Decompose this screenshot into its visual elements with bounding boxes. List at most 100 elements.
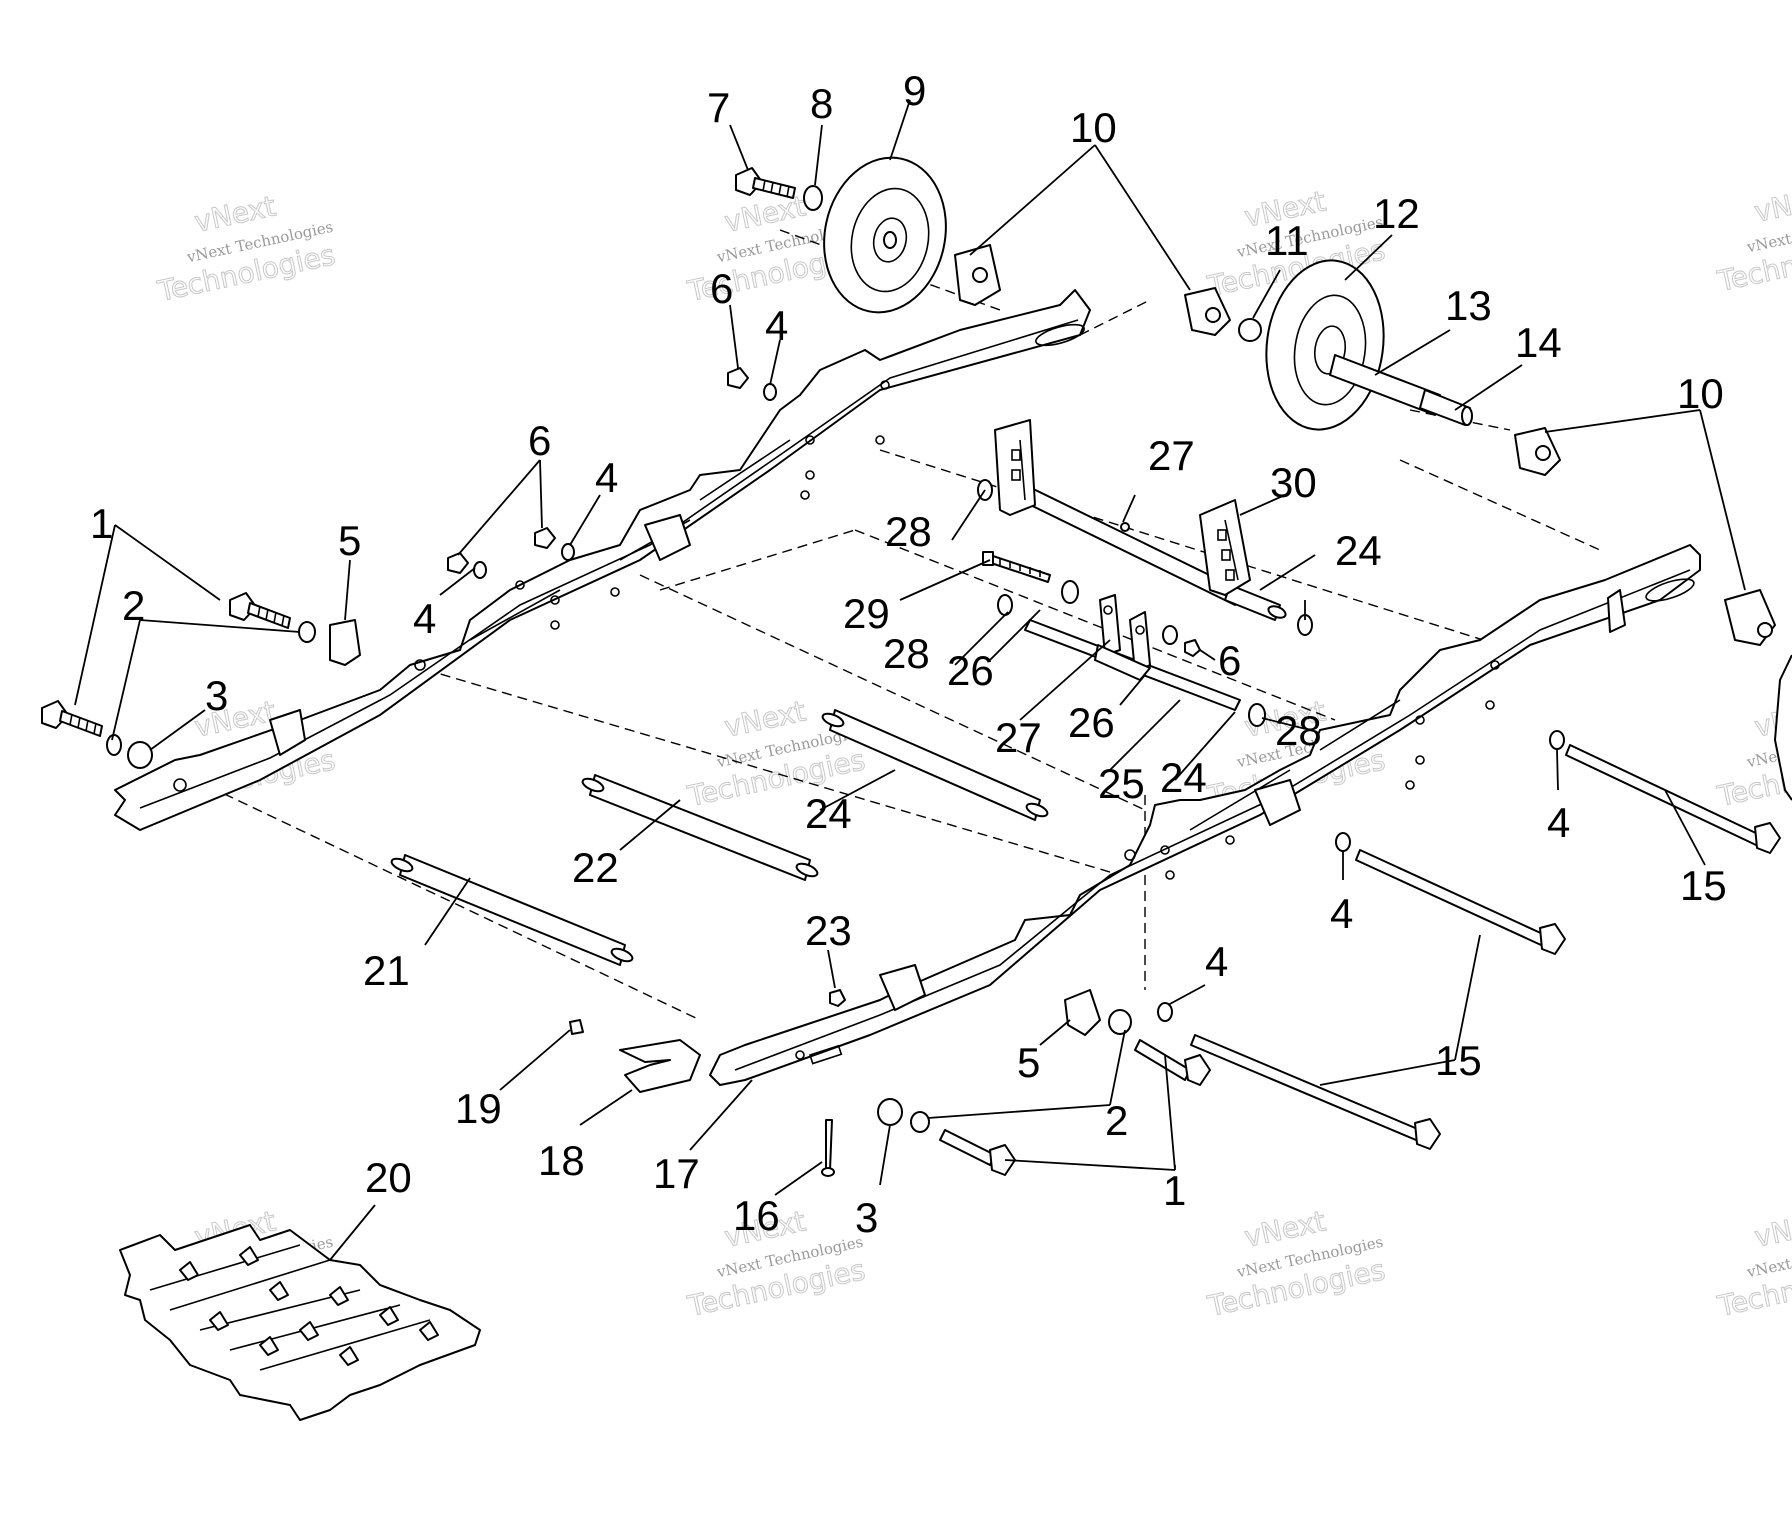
callout-18: 18 bbox=[538, 1137, 585, 1184]
block-10-c bbox=[1514, 427, 1561, 476]
callout-6: 6 bbox=[710, 265, 733, 312]
bolt-7 bbox=[735, 167, 796, 199]
washer-6-right bbox=[1162, 625, 1178, 645]
washer-4-b bbox=[473, 561, 487, 579]
screw-16 bbox=[821, 1119, 835, 1177]
block-10-b bbox=[1184, 287, 1231, 336]
callout-27: 27 bbox=[995, 714, 1042, 761]
callout-4: 4 bbox=[1547, 799, 1570, 846]
callout-12: 12 bbox=[1373, 190, 1420, 237]
washer-28-b bbox=[997, 594, 1013, 616]
callout-2: 2 bbox=[1105, 1097, 1128, 1144]
callout-14: 14 bbox=[1515, 319, 1562, 366]
watermark: vNext vNext Technologies Technologies bbox=[154, 189, 339, 309]
callout-4: 4 bbox=[1330, 890, 1353, 937]
washer-11 bbox=[1238, 318, 1262, 342]
washer-4-right-low bbox=[1157, 1002, 1173, 1022]
watermark-vnext: vNext bbox=[1752, 179, 1792, 228]
shaft-24-front bbox=[821, 709, 1049, 821]
right-slide-rail bbox=[709, 544, 1701, 1086]
front-arm-30 bbox=[1199, 499, 1251, 596]
washer-2-lower bbox=[106, 734, 122, 756]
callout-24: 24 bbox=[1160, 754, 1207, 801]
callout-15: 15 bbox=[1435, 1037, 1482, 1084]
right-rail-bracket-front bbox=[879, 964, 926, 1011]
callout-4: 4 bbox=[413, 595, 436, 642]
callout-30: 30 bbox=[1270, 459, 1317, 506]
callout-22: 22 bbox=[572, 844, 619, 891]
bolt-1-lower bbox=[41, 700, 103, 737]
link-plate-1 bbox=[1099, 594, 1121, 656]
washer-8 bbox=[803, 185, 823, 211]
callout-labels: 1 1 2 2 3 3 4 4 4 4 4 4 5 5 6 6 6 7 8 9 … bbox=[90, 67, 1727, 1241]
callout-6: 6 bbox=[1218, 637, 1241, 684]
bolt-1-upper bbox=[229, 592, 291, 629]
assembly-centerlines bbox=[194, 229, 1601, 1021]
callout-23: 23 bbox=[805, 907, 852, 954]
link-plate-2 bbox=[1129, 611, 1151, 673]
callout-1: 1 bbox=[90, 500, 113, 547]
bracket-5-left bbox=[329, 619, 361, 666]
wear-slide-18 bbox=[619, 1039, 701, 1093]
callout-28: 28 bbox=[883, 630, 930, 677]
right-rail-bracket-rear bbox=[1254, 779, 1301, 826]
nut-6-upper bbox=[727, 367, 749, 389]
watermark: vNext vNext Technologies Technologies bbox=[1204, 1204, 1389, 1324]
callout-27: 27 bbox=[1148, 432, 1195, 479]
callout-24: 24 bbox=[1335, 527, 1382, 574]
wheel-partial-right bbox=[1774, 654, 1792, 801]
track-section-20 bbox=[119, 1224, 481, 1421]
callout-15: 15 bbox=[1680, 862, 1727, 909]
callout-10: 10 bbox=[1677, 370, 1724, 417]
shaft-22 bbox=[581, 774, 819, 881]
leader-lines bbox=[74, 99, 1746, 1261]
washer-4-b15a bbox=[1549, 730, 1565, 750]
bolt-15-a bbox=[1565, 744, 1781, 854]
right-rail-clip bbox=[1607, 589, 1626, 633]
idler-wheel-12 bbox=[1265, 259, 1385, 431]
callout-5: 5 bbox=[1017, 1039, 1040, 1086]
washer-2-upper bbox=[298, 621, 316, 643]
washer-2-right bbox=[1108, 1009, 1132, 1035]
watermark: vNext vNext Technologies Technologies bbox=[1714, 179, 1792, 299]
shaft-21 bbox=[390, 854, 634, 966]
callout-2: 2 bbox=[122, 582, 145, 629]
bolt-29 bbox=[987, 554, 1051, 583]
nut-6-b bbox=[447, 552, 469, 574]
washer-2-right-lower bbox=[910, 1111, 930, 1133]
callout-26: 26 bbox=[1068, 699, 1115, 746]
washer-28-c bbox=[1061, 580, 1079, 604]
callout-24: 24 bbox=[805, 790, 852, 837]
callout-16: 16 bbox=[733, 1192, 780, 1239]
callout-13: 13 bbox=[1445, 282, 1492, 329]
washer-3-lower bbox=[127, 741, 153, 769]
washer-4-a bbox=[561, 543, 575, 561]
callout-10: 10 bbox=[1070, 104, 1117, 151]
watermark: vNext vNext Technologies Technologies bbox=[1714, 1204, 1792, 1324]
nut-6-right bbox=[1184, 639, 1201, 657]
callout-4: 4 bbox=[595, 454, 618, 501]
callout-3: 3 bbox=[205, 672, 228, 719]
front-arm-left bbox=[994, 419, 1036, 516]
wheel-axle-13 bbox=[1329, 354, 1473, 426]
callout-26: 26 bbox=[947, 647, 994, 694]
screw-19 bbox=[569, 1019, 584, 1035]
callout-19: 19 bbox=[455, 1085, 502, 1132]
callout-29: 29 bbox=[843, 590, 890, 637]
washer-4-upper bbox=[763, 383, 777, 401]
callout-4: 4 bbox=[765, 302, 788, 349]
idler-wheel-9 bbox=[823, 156, 947, 314]
watermark-vnext: vNext bbox=[1752, 1204, 1792, 1253]
callout-3: 3 bbox=[855, 1194, 878, 1241]
nut-23 bbox=[829, 989, 846, 1007]
callout-21: 21 bbox=[363, 947, 410, 994]
block-10-d bbox=[1724, 589, 1776, 646]
bolt-1-right-upper bbox=[1134, 1039, 1211, 1086]
callout-17: 17 bbox=[653, 1150, 700, 1197]
block-10-a bbox=[954, 244, 1001, 306]
left-slide-rail bbox=[114, 289, 1091, 831]
nut-6-a bbox=[534, 527, 556, 549]
callout-28: 28 bbox=[1275, 707, 1322, 754]
washer-28-e bbox=[1248, 703, 1266, 727]
